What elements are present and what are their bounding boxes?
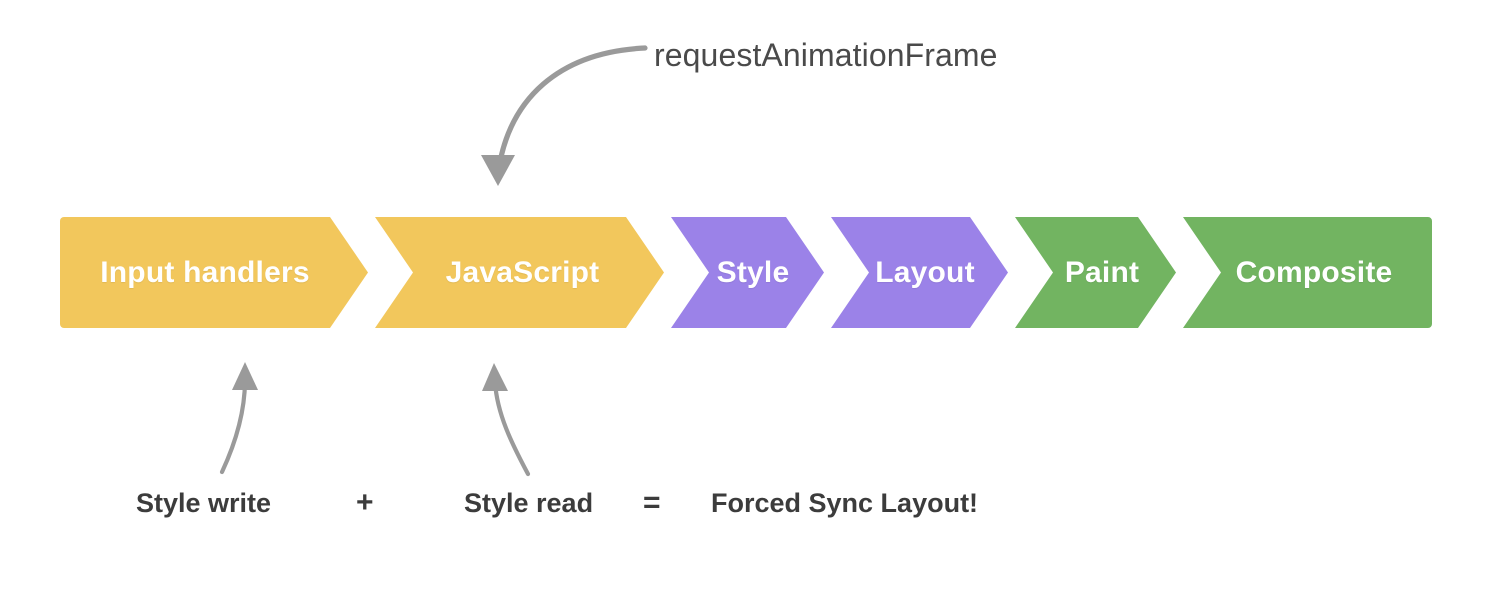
- pipeline-segment-layout[interactable]: [831, 217, 1008, 328]
- pipeline-label-layout: Layout: [875, 256, 975, 289]
- request-animation-frame-label: requestAnimationFrame: [654, 37, 998, 73]
- pipeline-segment-javascript[interactable]: [375, 217, 664, 328]
- style-read-arrow: [482, 363, 531, 477]
- pipeline-segment-style[interactable]: [671, 217, 824, 328]
- pipeline-label-paint: Paint: [1064, 256, 1140, 289]
- style-write-arrow: [219, 362, 258, 475]
- pipeline-label-composite: Composite: [1235, 256, 1393, 289]
- formula-plus-operator: +: [356, 486, 374, 519]
- formula-style-read: Style read: [464, 488, 594, 518]
- pipeline-segment-paint[interactable]: [1015, 217, 1176, 328]
- pipeline-label-input-handlers: Input handlers: [100, 256, 310, 289]
- pipeline-segment-composite[interactable]: [1183, 217, 1432, 328]
- formula-equals-operator: =: [643, 486, 661, 519]
- formula-result-forced-sync-layout: Forced Sync Layout!: [711, 488, 979, 518]
- pipeline-label-javascript: JavaScript: [445, 256, 600, 289]
- raf-arrow: [481, 45, 648, 186]
- pipeline-label-style: Style: [716, 256, 790, 289]
- formula-style-write: Style write: [136, 488, 272, 518]
- rendering-pipeline: Input handlers JavaScript Style Layout P…: [60, 217, 1432, 328]
- pipeline-segment-input-handlers[interactable]: [60, 217, 368, 328]
